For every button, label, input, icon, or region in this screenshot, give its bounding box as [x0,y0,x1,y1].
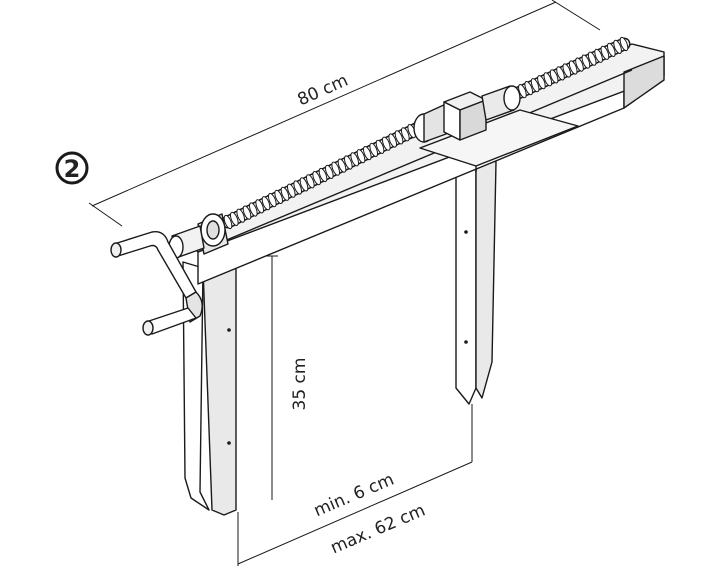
spacing-dimension [237,404,473,566]
thread-ring [613,39,622,54]
thread-ring [236,208,246,223]
thread-ring [324,164,334,179]
thread-ring [587,51,597,66]
thread-ring [375,139,385,154]
thread-ring [337,158,347,173]
thread-ring [381,136,391,151]
thread-ring [343,155,353,170]
thread-ring [242,205,252,220]
thread-ring [356,149,366,164]
thread-ring [388,133,398,148]
thread-ring [369,142,379,157]
thread-ring [562,63,572,78]
thread-ring [530,78,540,93]
thread-ring [274,189,284,204]
thread-ring [312,171,322,186]
thread-ring [248,202,258,217]
thread-ring [331,161,341,176]
height-dimension [266,255,278,500]
thread-ring [568,60,578,75]
thread-ring [229,211,239,226]
height-label: 35 cm [290,358,310,411]
thread-ring [394,130,404,145]
step-badge: 2 [55,151,89,185]
thread-ring [594,48,603,63]
slide-nut [413,85,579,172]
thread-ring [255,199,265,214]
thread-ring [400,127,410,142]
crank-handle [110,213,229,336]
length-dimension [88,0,601,227]
thread-ring [318,167,328,183]
thread-ring [575,57,584,72]
thread-ring [350,152,360,167]
thread-ring [286,183,296,198]
thread-ring [619,36,629,52]
thread-ring [556,66,565,81]
thread-ring [299,177,309,192]
thread-ring [261,196,271,211]
thread-ring [305,174,315,189]
thread-ring [581,54,591,69]
thread-ring [543,72,553,87]
rail [181,43,665,285]
thread-ring [600,45,610,60]
thread-ring [537,75,546,90]
thread-ring [606,42,616,57]
thread-ring [549,69,559,84]
thread-ring [223,214,233,230]
step-number: 2 [64,155,81,183]
thread-ring [280,186,290,201]
thread-ring [293,180,303,195]
spindle-threads [221,36,631,230]
thread-ring [524,81,534,96]
right-plate [455,152,497,405]
thread-ring [362,146,372,161]
thread-ring [267,193,277,208]
